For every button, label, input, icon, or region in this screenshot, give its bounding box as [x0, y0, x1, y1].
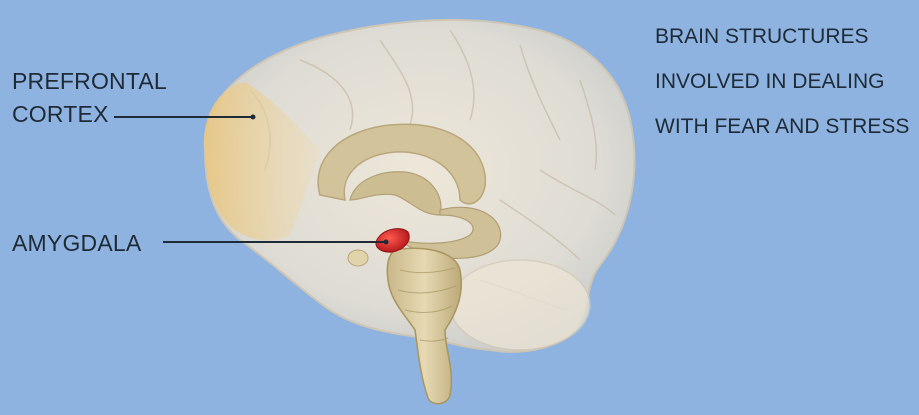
prefrontal-label-line1: PREFRONTAL [12, 66, 167, 97]
pituitary [348, 250, 368, 266]
title-line-2: INVOLVED IN DEALING [655, 59, 909, 104]
cerebellum [450, 260, 590, 350]
amygdala-label: AMYGDALA [12, 228, 141, 259]
prefrontal-leader-dot [251, 115, 256, 120]
amygdala-leader-dot [384, 240, 389, 245]
title-line-3: WITH FEAR AND STRESS [655, 104, 909, 149]
prefrontal-label-line2: CORTEX [12, 99, 109, 130]
diagram-title: BRAIN STRUCTURES INVOLVED IN DEALING WIT… [655, 14, 909, 149]
title-line-1: BRAIN STRUCTURES [655, 14, 909, 59]
